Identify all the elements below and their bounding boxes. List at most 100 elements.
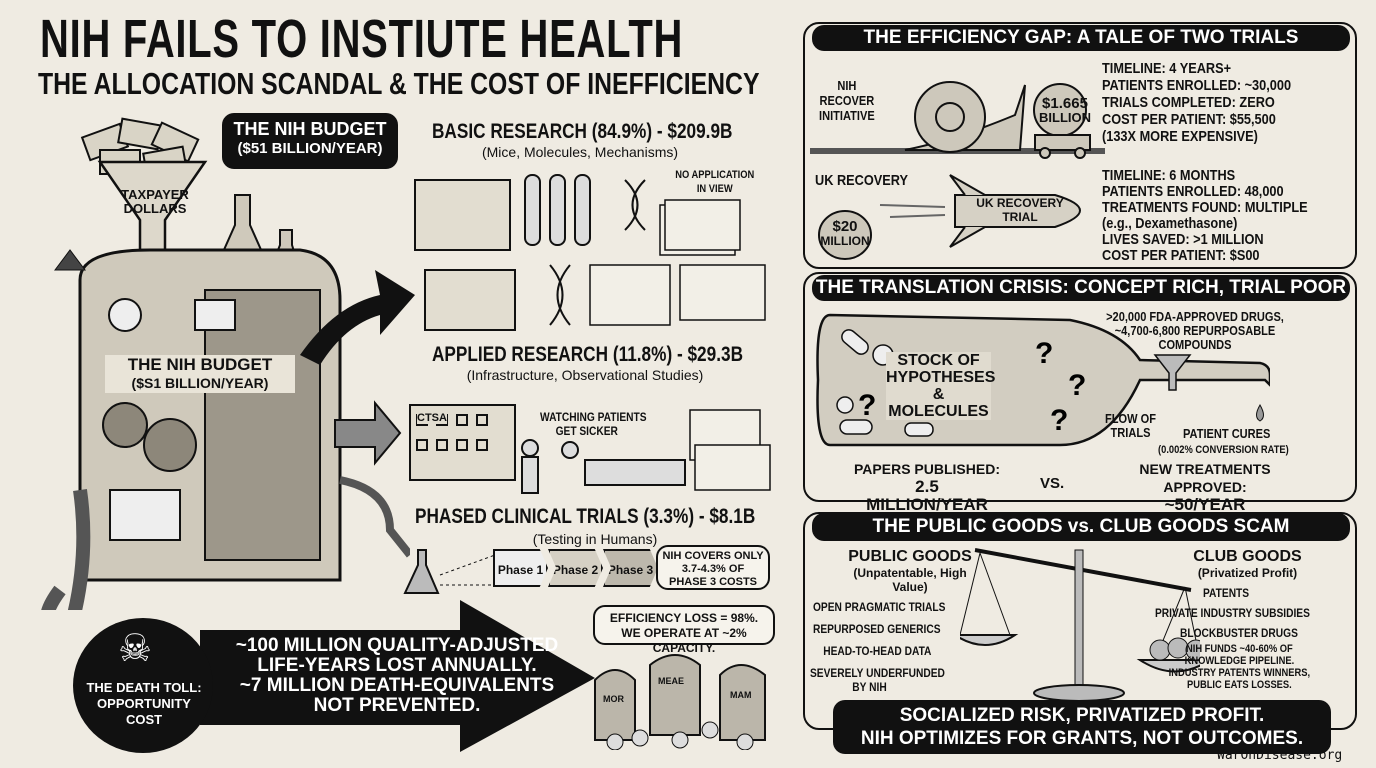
stat-line: LIVES SAVED: >1 MILLION xyxy=(1102,231,1264,248)
public-goods-item: HEAD-TO-HEAD DATA xyxy=(823,644,932,658)
note-line: PUBLIC EATS LOSSES. xyxy=(1186,679,1292,691)
watermark[interactable]: WarOnDisease.org xyxy=(1217,748,1343,763)
machine-label-line: THE NIH BUDGET xyxy=(127,355,273,374)
phase-1: Phase 1 xyxy=(493,549,548,587)
clinical-trials-heading: PHASED CLINICAL TRIALS (3.3%) - $8.1B xyxy=(415,505,756,528)
money-bags-icon xyxy=(1149,637,1200,661)
public-goods-items: OPEN PRAGMATIC TRIALS REPURPOSED GENERIC… xyxy=(813,596,945,662)
money-bag-icon xyxy=(818,210,872,260)
machine-label-line: ($S1 BILLION/YEAR) xyxy=(131,375,269,391)
gear-icon xyxy=(102,402,148,448)
stat-line: (133X MORE EXPENSIVE) xyxy=(1102,128,1258,145)
nih-bag-label: $1.665 BILLION xyxy=(1037,95,1093,125)
label-line: NIH xyxy=(837,78,857,93)
public-goods-heading: PUBLIC GOODS (Unpatentable, High Value) xyxy=(840,548,980,594)
translation-panel xyxy=(803,272,1357,502)
pill-icons xyxy=(836,329,934,437)
svg-text:?: ? xyxy=(858,389,876,422)
death-toll-line: COST xyxy=(125,712,163,727)
doctor-figure-icon xyxy=(521,439,539,494)
money-bag-icon xyxy=(1033,83,1091,159)
bag-line: $20 xyxy=(832,218,858,235)
arrow-right-icon xyxy=(334,400,402,466)
flow-line: FLOW OF xyxy=(1105,411,1156,426)
approved-value: ~50/YEAR xyxy=(1164,495,1246,514)
conclusion-banner: SOCIALIZED RISK, PRIVATIZED PROFIT. NIH … xyxy=(833,700,1331,754)
flow-of-trials-label: FLOW OF TRIALS xyxy=(1105,412,1156,440)
papers-stack-icon xyxy=(689,409,771,491)
bubble-line: PHASE 3 COSTS xyxy=(668,576,758,588)
applied-research-illustration xyxy=(409,404,771,494)
snail-icon xyxy=(904,81,1026,153)
patient-cures-label: PATIENT CURES xyxy=(1183,426,1271,441)
bubble-line: WE OPERATE AT ~2% CAPACITY. xyxy=(621,626,747,655)
club-goods-note: NIH FUNDS ~40-60% OF KNOWLEDGE PIPELINE.… xyxy=(1165,643,1314,691)
tombstone-icons xyxy=(594,654,766,741)
public-goods-sub: (Unpatentable, High Value) xyxy=(853,566,967,594)
bottle-line: & MOLECULES xyxy=(888,386,989,420)
rocket-label: UK RECOVERY TRIAL xyxy=(975,196,1065,224)
trial-flask-icon xyxy=(403,549,496,594)
papers-value: 2.5 MILLION/YEAR xyxy=(866,477,988,514)
bottle-line: HYPOTHESES xyxy=(886,369,996,386)
rocket-line: UK RECOVERY xyxy=(976,196,1064,210)
underfunded-note: SEVERELY UNDERFUNDED BY NIH xyxy=(810,666,945,694)
bubble-line: EFFICIENCY LOSS = 98%. xyxy=(609,611,759,625)
stat-line: TREATMENTS FOUND: MULTIPLE xyxy=(1102,199,1308,216)
no-application-note: NO APPLICATION IN VIEW xyxy=(668,168,762,196)
big-black-arrow xyxy=(200,600,595,752)
gear-icon xyxy=(143,418,197,472)
clinical-trials-sub: (Testing in Humans) xyxy=(532,531,658,547)
death-toll-label: THE DEATH TOLL: OPPORTUNITY COST xyxy=(80,680,208,728)
basic-research-illustration xyxy=(414,174,766,331)
grave-inscription: MOR xyxy=(603,694,624,704)
fda-drugs-note: >20,000 FDA-APPROVED DRUGS, ~4,700-6,800… xyxy=(1097,310,1293,352)
watching-patients-note: WATCHING PATIENTS GET SICKER xyxy=(540,410,647,438)
note-line: >20,000 FDA-APPROVED DRUGS, xyxy=(1106,309,1284,324)
budget-bubble-line: ($51 BILLION/YEAR) xyxy=(237,140,383,157)
funnel-label: TAXPAYER DOLLARS xyxy=(110,188,200,216)
arrows xyxy=(300,270,415,466)
death-toll-text-line: LIFE-YEARS LOST ANNUALLY. xyxy=(257,655,537,676)
papers-published: PAPERS PUBLISHED: 2.5 MILLION/YEAR xyxy=(852,460,1002,514)
death-toll-line: THE DEATH TOLL: xyxy=(86,680,202,695)
bag-line: $1.665 xyxy=(1042,95,1088,112)
bottle-line: STOCK OF xyxy=(897,352,980,369)
goods-header: THE PUBLIC GOODS vs. CLUB GOODS SCAM xyxy=(812,513,1350,541)
rocket-line: TRIAL xyxy=(1002,210,1038,224)
grave-inscription: MAM xyxy=(730,690,752,700)
grave-inscription: MEAE xyxy=(658,676,685,686)
approved-line: NEW TREATMENTS APPROVED: xyxy=(1139,461,1271,495)
club-goods-sub: (Privatized Profit) xyxy=(1197,566,1298,580)
club-goods-item: BLOCKBUSTER DRUGS xyxy=(1180,626,1298,640)
machine-label: THE NIH BUDGET ($S1 BILLION/YEAR) xyxy=(105,355,295,393)
new-treatments-approved: NEW TREATMENTS APPROVED: ~50/YEAR xyxy=(1105,460,1305,514)
stat-line: COST PER PATIENT: $S00 xyxy=(1102,247,1260,264)
nih-recover-label: NIH RECOVER INITIATIVE xyxy=(815,78,879,123)
efficiency-loss-bubble: EFFICIENCY LOSS = 98%. WE OPERATE AT ~2%… xyxy=(593,605,775,655)
page-subtitle: THE ALLOCATION SCANDAL & THE COST OF INE… xyxy=(38,66,760,101)
stat-line: TRIALS COMPLETED: ZERO xyxy=(1102,94,1275,111)
funnel-icon xyxy=(1153,354,1192,391)
funnel-label-line: TAXPAYER xyxy=(121,187,189,202)
applied-research-sub: (Infrastructure, Observational Studies) xyxy=(466,367,704,383)
public-goods-title: PUBLIC GOODS xyxy=(848,548,972,565)
ctsa-building-icon xyxy=(409,404,516,481)
banner-line: NIH OPTIMIZES FOR GRANTS, NOT OUTCOMES. xyxy=(860,728,1304,749)
svg-text:?: ? xyxy=(1068,369,1086,402)
efficiency-gap-panel xyxy=(803,22,1357,269)
nih-stats: TIMELINE: 4 YEARS+ PATIENTS ENROLLED: ~3… xyxy=(1102,60,1291,145)
budget-bubble-line: THE NIH BUDGET xyxy=(233,119,387,139)
label-line: INITIATIVE xyxy=(819,108,875,123)
arrow-up-icon xyxy=(54,249,86,271)
bubble-line: 3.7-4.3% OF xyxy=(681,563,745,575)
club-goods-item: PRIVATE INDUSTRY SUBSIDIES xyxy=(1155,606,1310,620)
arrow-right-icon xyxy=(300,270,415,365)
stat-line: (e.g., Dexamethasone) xyxy=(1102,215,1238,232)
bag-line: MILLION xyxy=(820,234,870,248)
svg-text:?: ? xyxy=(1050,404,1068,437)
death-toll-text: ~100 MILLION QUALITY-ADJUSTED LIFE-YEARS… xyxy=(232,636,562,716)
note-line: NIH FUNDS ~40-60% OF xyxy=(1185,643,1293,655)
gauge-icon xyxy=(108,298,142,332)
balance-scale-icon xyxy=(960,548,1200,702)
